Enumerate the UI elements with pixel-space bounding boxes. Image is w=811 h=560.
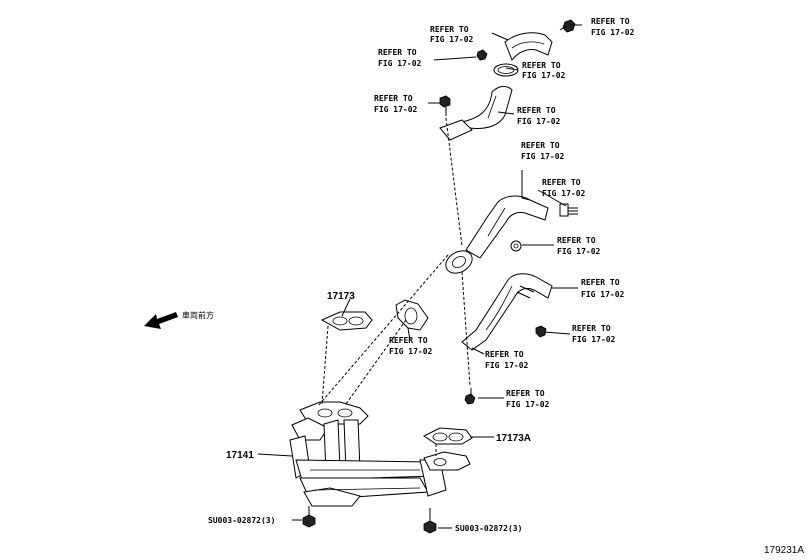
part-17173-label: 17173 — [327, 291, 355, 302]
refer-label-8: REFER TO FIG 17-02 — [542, 178, 586, 198]
svg-text:FIG 17-02: FIG 17-02 — [485, 361, 529, 370]
refer-label-3: REFER TO FIG 17-02 — [378, 48, 422, 68]
refer-label-13: REFER TO FIG 17-02 — [485, 350, 529, 370]
svg-text:FIG 17-02: FIG 17-02 — [378, 59, 422, 68]
svg-text:REFER TO: REFER TO — [522, 61, 561, 70]
refer-label-6: REFER TO FIG 17-02 — [517, 106, 561, 126]
svg-text:FIG 17-02: FIG 17-02 — [506, 400, 550, 409]
refer-label-1: REFER TO FIG 17-02 — [430, 25, 474, 44]
gasket-upper — [395, 299, 429, 331]
svg-text:REFER TO: REFER TO — [542, 178, 581, 187]
leader-lines — [257, 24, 582, 529]
refer-label-12: REFER TO FIG 17-02 — [389, 336, 433, 356]
refer-label-2: REFER TO FIG 17-02 — [591, 17, 635, 37]
front-direction-arrow: 車両前方 — [144, 310, 214, 329]
svg-text:REFER TO: REFER TO — [389, 336, 428, 345]
svg-text:REFER TO: REFER TO — [374, 94, 413, 103]
svg-text:FIG 17-02: FIG 17-02 — [430, 35, 474, 44]
svg-text:FIG 17-02: FIG 17-02 — [389, 347, 433, 356]
svg-text:REFER TO: REFER TO — [506, 389, 545, 398]
svg-text:REFER TO: REFER TO — [591, 17, 630, 26]
refer-label-5: REFER TO FIG 17-02 — [374, 94, 418, 114]
refer-label-7: REFER TO FIG 17-02 — [521, 141, 565, 161]
svg-text:REFER TO: REFER TO — [572, 324, 611, 333]
svg-text:REFER TO: REFER TO — [430, 25, 469, 34]
gasket-17173A — [423, 427, 473, 445]
svg-text:FIG 17-02: FIG 17-02 — [521, 152, 565, 161]
bolt-left-label: SU003-02872(3) — [208, 516, 275, 525]
refer-label-11: REFER TO FIG 17-02 — [572, 324, 616, 344]
svg-text:FIG 17-02: FIG 17-02 — [591, 28, 635, 37]
top-hose-clamp — [476, 19, 576, 77]
svg-text:REFER TO: REFER TO — [378, 48, 417, 57]
svg-text:FIG 17-02: FIG 17-02 — [572, 335, 616, 344]
svg-text:FIG 17-02: FIG 17-02 — [522, 71, 566, 80]
svg-text:REFER TO: REFER TO — [581, 278, 620, 287]
svg-text:REFER TO: REFER TO — [557, 236, 596, 245]
front-label: 車両前方 — [182, 310, 214, 320]
exhaust-manifold — [289, 401, 471, 534]
part-17173A-label: 17173A — [496, 433, 531, 444]
refer-label-4: REFER TO FIG 17-02 — [522, 61, 566, 80]
refer-label-10: REFER TO FIG 17-02 — [581, 278, 625, 299]
upper-pipe — [439, 85, 513, 141]
bolt-right-label: SU003-02872(3) — [455, 524, 522, 533]
svg-text:FIG 17-02: FIG 17-02 — [557, 247, 601, 256]
part-17141-label: 17141 — [226, 450, 254, 461]
svg-text:REFER TO: REFER TO — [521, 141, 560, 150]
svg-text:REFER TO: REFER TO — [485, 350, 524, 359]
svg-text:FIG 17-02: FIG 17-02 — [374, 105, 418, 114]
svg-text:FIG 17-02: FIG 17-02 — [581, 290, 625, 299]
refer-label-14: REFER TO FIG 17-02 — [506, 389, 550, 409]
lower-pipe — [461, 273, 553, 405]
figure-id: 179231A — [764, 545, 804, 556]
gasket-17173 — [320, 311, 373, 331]
assembly-lines — [317, 117, 471, 456]
svg-text:FIG 17-02: FIG 17-02 — [517, 117, 561, 126]
refer-label-9: REFER TO FIG 17-02 — [557, 236, 601, 256]
svg-text:FIG 17-02: FIG 17-02 — [542, 189, 586, 198]
svg-text:REFER TO: REFER TO — [517, 106, 556, 115]
middle-pipe — [445, 195, 578, 274]
